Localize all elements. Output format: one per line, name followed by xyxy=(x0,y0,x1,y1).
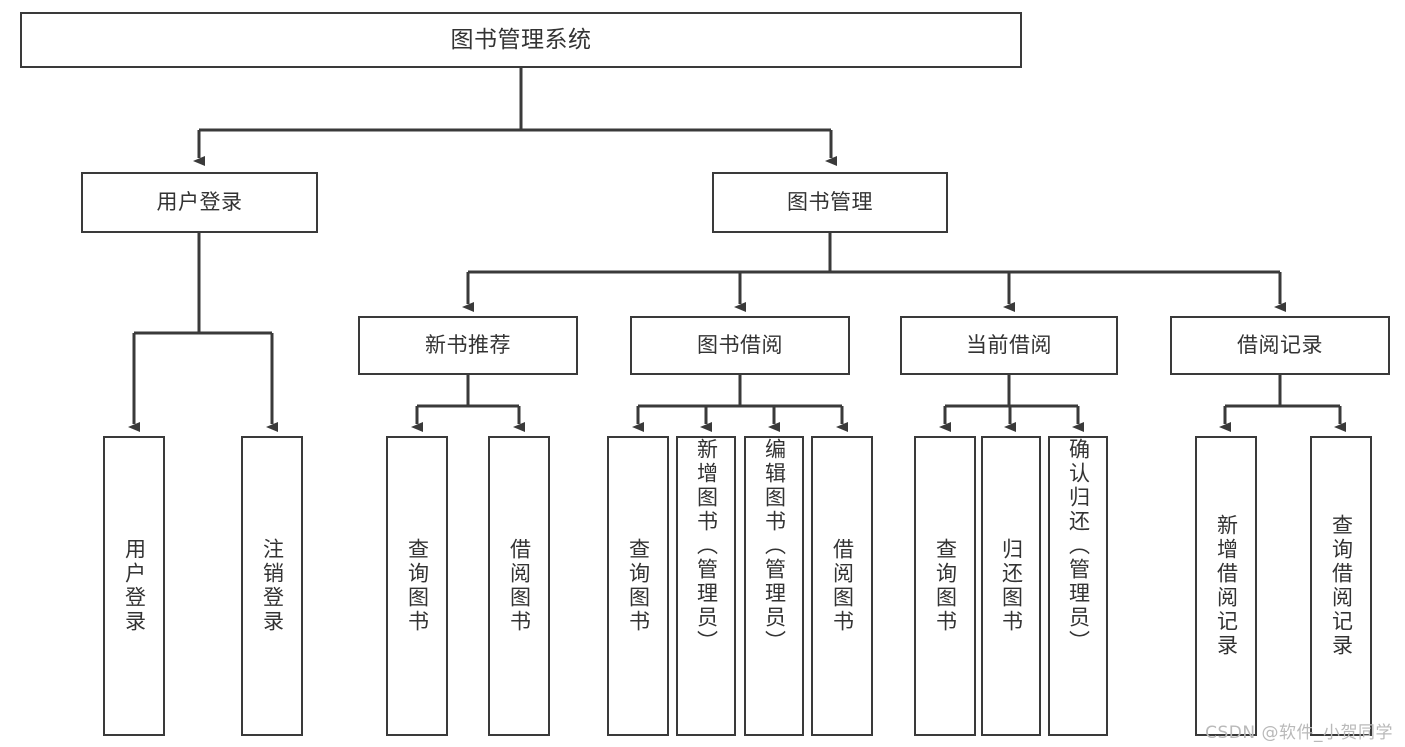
node-leaf-borrow-book-2-label: 借阅图书 xyxy=(830,538,855,634)
node-book-borrow-label: 图书借阅 xyxy=(697,333,783,358)
node-new-book-recommend[interactable]: 新书推荐 xyxy=(358,316,578,375)
node-leaf-query-book-1[interactable]: 查询图书 xyxy=(386,436,448,736)
node-leaf-borrow-book-2[interactable]: 借阅图书 xyxy=(811,436,873,736)
node-book-borrow[interactable]: 图书借阅 xyxy=(630,316,850,375)
node-borrow-record[interactable]: 借阅记录 xyxy=(1170,316,1390,375)
node-leaf-logout-label: 注销登录 xyxy=(260,538,285,634)
node-book-management-label: 图书管理 xyxy=(787,190,873,215)
node-leaf-add-record-label: 新增借阅记录 xyxy=(1214,514,1239,658)
node-new-book-recommend-label: 新书推荐 xyxy=(425,333,511,358)
node-leaf-query-book-1-label: 查询图书 xyxy=(405,538,430,634)
node-borrow-record-label: 借阅记录 xyxy=(1237,333,1323,358)
csdn-watermark: CSDN @软件_小贺同学 xyxy=(1205,723,1393,743)
node-user-login[interactable]: 用户登录 xyxy=(81,172,318,233)
node-book-management[interactable]: 图书管理 xyxy=(712,172,948,233)
node-leaf-add-book[interactable]: 新增图书（管理员） xyxy=(676,436,736,736)
node-leaf-query-record-label: 查询借阅记录 xyxy=(1329,514,1354,658)
node-leaf-edit-book[interactable]: 编辑图书（管理员） xyxy=(744,436,804,736)
node-leaf-borrow-book-1-label: 借阅图书 xyxy=(507,538,532,634)
node-leaf-query-book-2[interactable]: 查询图书 xyxy=(607,436,669,736)
node-current-borrow[interactable]: 当前借阅 xyxy=(900,316,1118,375)
node-leaf-query-book-3[interactable]: 查询图书 xyxy=(914,436,976,736)
node-leaf-return-book-label: 归还图书 xyxy=(999,538,1024,634)
node-leaf-add-record[interactable]: 新增借阅记录 xyxy=(1195,436,1257,736)
node-leaf-query-book-3-label: 查询图书 xyxy=(933,538,958,634)
node-leaf-edit-book-label: 编辑图书（管理员） xyxy=(762,438,787,654)
node-leaf-query-record[interactable]: 查询借阅记录 xyxy=(1310,436,1372,736)
node-leaf-borrow-book-1[interactable]: 借阅图书 xyxy=(488,436,550,736)
node-leaf-logout[interactable]: 注销登录 xyxy=(241,436,303,736)
node-root-label: 图书管理系统 xyxy=(450,26,592,53)
node-root[interactable]: 图书管理系统 xyxy=(20,12,1022,68)
node-leaf-confirm-return[interactable]: 确认归还（管理员） xyxy=(1048,436,1108,736)
node-user-login-label: 用户登录 xyxy=(156,190,243,215)
node-leaf-user-login-label: 用户登录 xyxy=(122,538,147,634)
node-current-borrow-label: 当前借阅 xyxy=(966,333,1052,358)
node-leaf-add-book-label: 新增图书（管理员） xyxy=(694,438,719,654)
node-leaf-return-book[interactable]: 归还图书 xyxy=(981,436,1041,736)
node-leaf-user-login[interactable]: 用户登录 xyxy=(103,436,165,736)
node-leaf-query-book-2-label: 查询图书 xyxy=(626,538,651,634)
node-leaf-confirm-return-label: 确认归还（管理员） xyxy=(1066,438,1091,654)
